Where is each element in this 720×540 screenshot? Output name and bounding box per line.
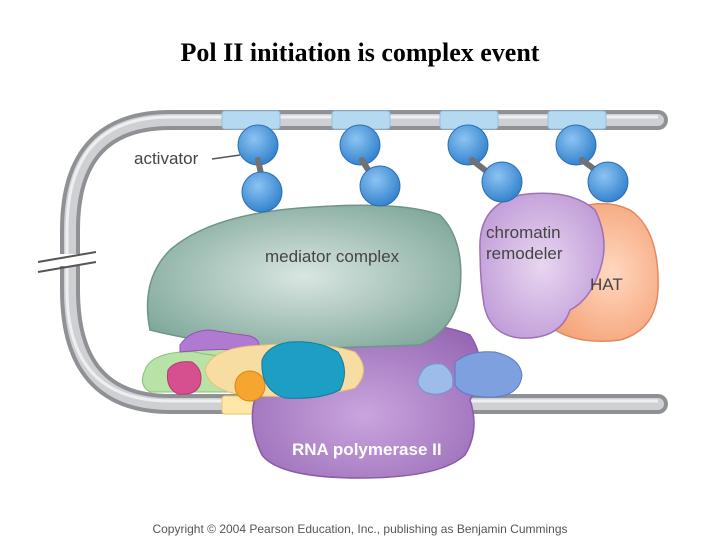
mediator-complex <box>146 204 462 349</box>
copyright-notice: Copyright © 2004 Pearson Education, Inc.… <box>152 522 568 536</box>
activator-label: activator <box>134 149 199 168</box>
slide-title: Pol II initiation is complex event <box>180 38 540 67</box>
activator-proteins <box>237 124 629 213</box>
chromatin-remodeler <box>479 192 605 339</box>
activator-protein <box>339 124 401 207</box>
activator-binding-sites <box>221 110 607 130</box>
hat-label: HAT <box>590 275 623 294</box>
chromatin-remodeler-label-line2: remodeler <box>486 244 563 263</box>
dna-break-mark <box>37 251 97 273</box>
rna-polymerase-label: RNA polymerase II <box>292 440 442 459</box>
mediator-label: mediator complex <box>265 247 400 266</box>
activator-leader-line <box>211 154 241 160</box>
activator-protein <box>555 124 629 203</box>
activator-protein <box>237 124 283 213</box>
chromatin-remodeler-label-line1: chromatin <box>486 223 561 242</box>
general-transcription-factors <box>141 329 523 402</box>
activator-protein <box>447 124 523 203</box>
